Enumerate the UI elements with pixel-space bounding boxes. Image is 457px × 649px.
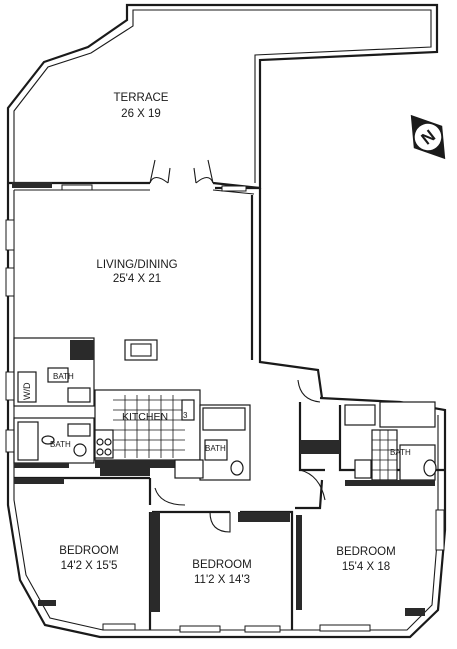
terrace-doors	[149, 159, 214, 184]
bath-label-1: BATH	[53, 372, 74, 381]
terrace-name: TERRACE	[114, 92, 169, 104]
bath-label-3: BATH	[205, 444, 226, 453]
bath-label-4: BATH	[390, 448, 411, 457]
bedroom2-dims: 11'2 X 14'3	[194, 574, 250, 586]
living-dims: 25'4 X 21	[113, 273, 161, 285]
service-core	[13, 337, 251, 481]
bedroom1-name: BEDROOM	[59, 545, 118, 557]
bedroom3-dims: 15'4 X 18	[342, 561, 390, 573]
kitchen-marker: 3	[183, 411, 188, 420]
bedroom2-name: BEDROOM	[192, 559, 251, 571]
bedroom1-dims: 14'2 X 15'5	[61, 560, 118, 572]
kitchen-name: KITCHEN	[122, 411, 168, 423]
wd-label: W/D	[22, 382, 32, 400]
doors	[154, 379, 326, 533]
bedroom3-name: BEDROOM	[336, 546, 395, 558]
south-windows	[38, 509, 445, 633]
bath-label-2: BATH	[50, 440, 71, 449]
right-bath	[344, 401, 437, 486]
living-name: LIVING/DINING	[96, 259, 177, 271]
terrace-dims: 26 X 19	[121, 108, 161, 120]
north-compass-icon: N	[410, 114, 446, 160]
terrace-outline	[6, 3, 439, 190]
interior-walls	[14, 402, 445, 630]
